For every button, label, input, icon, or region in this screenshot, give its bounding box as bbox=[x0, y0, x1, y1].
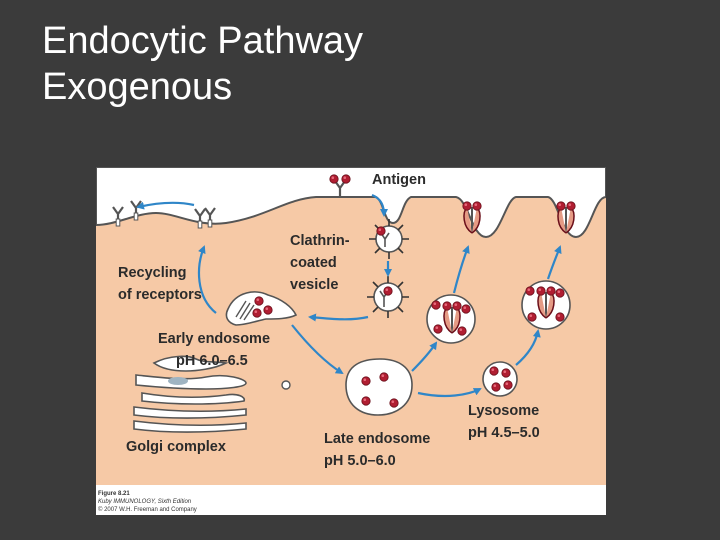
arrow-lysosome-to-vesicle bbox=[515, 329, 541, 366]
label-early-endosome: Early endosome bbox=[158, 331, 270, 347]
loaded-vesicle-left bbox=[426, 294, 476, 344]
caption-copyright: © 2007 W.H. Freeman and Company bbox=[98, 506, 197, 513]
arrow-to-surface bbox=[136, 201, 195, 210]
label-lysosome: Lysosome bbox=[468, 403, 539, 419]
arrow-vesicle-to-surface-left bbox=[452, 245, 470, 294]
golgi-complex bbox=[133, 355, 247, 433]
transport-vesicle bbox=[281, 380, 291, 390]
arrow-recycling bbox=[198, 245, 217, 314]
figure-svg: Antigen Clathrin- coated vesicle Recycli… bbox=[96, 167, 606, 513]
label-recycling-2: of receptors bbox=[118, 287, 202, 303]
label-clathrin-1: Clathrin- bbox=[290, 233, 350, 249]
label-early-ph: pH 6.0–6.5 bbox=[176, 353, 248, 369]
clathrin-coated-vesicle-bottom bbox=[367, 276, 409, 318]
label-antigen: Antigen bbox=[372, 172, 426, 188]
title-line-1: Endocytic Pathway bbox=[42, 20, 364, 62]
loaded-vesicle-right bbox=[521, 280, 571, 330]
pathway-arrows bbox=[136, 193, 562, 398]
clathrin-coated-vesicle-top bbox=[369, 219, 409, 259]
label-late-endosome: Late endosome bbox=[324, 431, 430, 447]
label-recycling-1: Recycling bbox=[118, 265, 187, 281]
label-clathrin-3: vesicle bbox=[290, 277, 338, 293]
late-endosome bbox=[345, 358, 413, 416]
arrow-internalization bbox=[371, 193, 388, 217]
arrow-to-early-endosome bbox=[308, 313, 369, 322]
arrow-to-late-endosome bbox=[291, 324, 344, 375]
endocytic-pathway-figure: Antigen Clathrin- coated vesicle Recycli… bbox=[96, 167, 606, 515]
caption-book: Kuby IMMUNOLOGY, Sixth Edition bbox=[98, 499, 192, 505]
slide-title: Endocytic Pathway Exogenous bbox=[42, 18, 363, 110]
golgi-lumen bbox=[168, 377, 188, 385]
caption-figure: Figure 8.21 bbox=[98, 491, 130, 497]
label-lysosome-ph: pH 4.5–5.0 bbox=[468, 425, 540, 441]
early-endosome bbox=[225, 291, 298, 326]
label-clathrin-2: coated bbox=[290, 255, 337, 271]
label-late-ph: pH 5.0–6.0 bbox=[324, 453, 396, 469]
arrow-vesicle-to-surface-right bbox=[546, 245, 562, 280]
title-line-2: Exogenous bbox=[42, 66, 233, 108]
arrow-to-lysosome bbox=[417, 388, 482, 398]
label-golgi: Golgi complex bbox=[126, 439, 226, 455]
lysosome bbox=[482, 361, 518, 397]
arrow-late-to-vesicle bbox=[411, 341, 438, 372]
